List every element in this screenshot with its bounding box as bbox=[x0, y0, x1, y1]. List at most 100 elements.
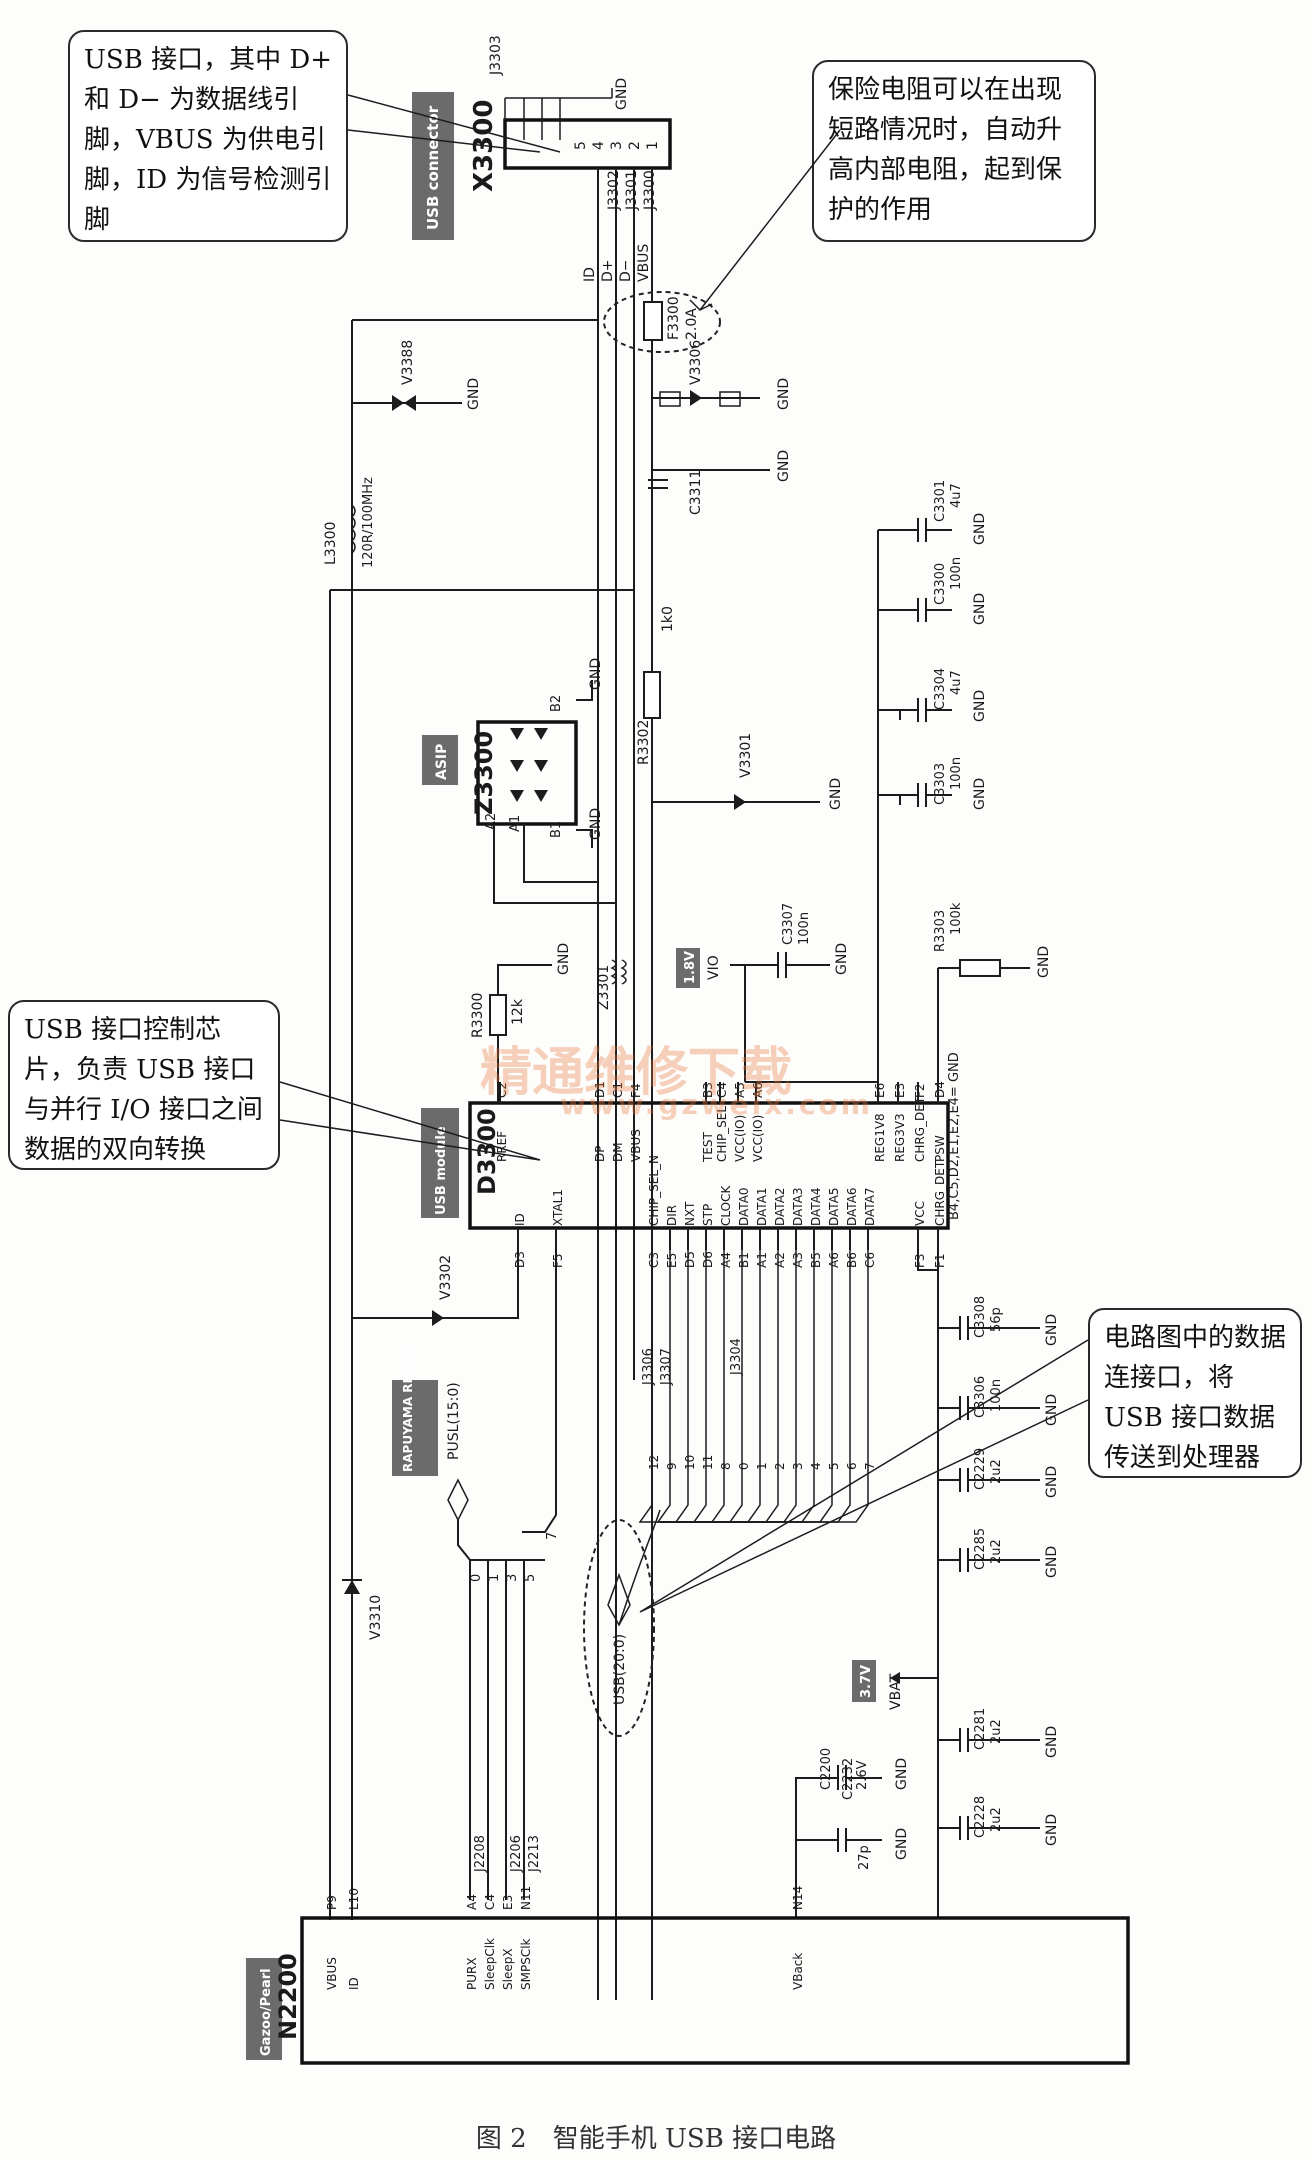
svg-text:GND: GND bbox=[588, 808, 604, 840]
cap-c3311: C3311 GND bbox=[648, 450, 792, 515]
d3300-bottom-ball: D3 bbox=[513, 1251, 527, 1268]
tp-j3301: J3301 bbox=[624, 170, 640, 211]
d3300-bottom-pin: DATA6 bbox=[845, 1187, 859, 1226]
d3300-bottom-pin: VCC bbox=[913, 1201, 927, 1226]
svg-text:GND: GND bbox=[776, 450, 792, 482]
vbat-net: VBAT bbox=[888, 1673, 904, 1710]
resistor-r3303: R3303 100k GND bbox=[933, 902, 1052, 1082]
cap-lower-value: 56p bbox=[989, 1307, 1004, 1332]
n2200-ball: E3 bbox=[501, 1895, 515, 1910]
asip-ref: Z3300 bbox=[470, 731, 498, 815]
z3301-ref: Z3301 bbox=[596, 965, 612, 1010]
pin-4: 4 bbox=[591, 141, 607, 150]
svg-text:1: 1 bbox=[487, 1574, 502, 1582]
d3300-top-ball: B3 bbox=[701, 1082, 715, 1098]
callout-fuse: 保险电阻可以在出现短路情况时，自动升高内部电阻，起到保护的作用 bbox=[812, 60, 1096, 242]
tvs-v3306: V3306 GND bbox=[652, 340, 792, 410]
svg-text:J2208: J2208 bbox=[473, 1835, 488, 1873]
d3300-bottom-ball: B6 bbox=[845, 1252, 859, 1268]
svg-text:C3301: C3301 bbox=[933, 480, 948, 522]
d3300-bottom-pin: DATA0 bbox=[737, 1187, 751, 1226]
d3300-top-ball: A6 bbox=[751, 1082, 765, 1098]
n2200-pins: P9VBUSL10IDA4PURXC4SleepClkE3SleepXN11SM… bbox=[325, 1886, 805, 1990]
d3300-top-ball: C1 bbox=[611, 1082, 625, 1098]
gnd-label: GND bbox=[1044, 1726, 1060, 1758]
cap-lower-ref: C2285 bbox=[973, 1528, 988, 1570]
sig-id: ID bbox=[582, 267, 598, 282]
bus-number: 2 bbox=[773, 1462, 787, 1470]
cap-lower-value: 2u2 bbox=[989, 1719, 1004, 1744]
connector-jumper: J3303 bbox=[488, 35, 504, 76]
r3302-ref: R3302 bbox=[636, 720, 652, 765]
svg-text:GND: GND bbox=[776, 378, 792, 410]
inductor-l3300: L3300 120R/100MHz bbox=[323, 477, 376, 568]
svg-text:2.6V: 2.6V bbox=[855, 1760, 870, 1790]
cap-lower-ref: C2228 bbox=[973, 1796, 988, 1838]
n2200-ball: A4 bbox=[465, 1894, 479, 1910]
d3300-bottom-ball: A1 bbox=[755, 1252, 769, 1268]
n2200-tag: Gazoo/Pearl bbox=[259, 1968, 274, 2056]
d3300-bottom-ball: A6 bbox=[827, 1252, 841, 1268]
cap-lower-ref: C3308 bbox=[973, 1296, 988, 1338]
svg-text:GND: GND bbox=[972, 593, 988, 625]
diode-v3301: V3301 GND bbox=[652, 733, 844, 810]
v3310-ref: V3310 bbox=[368, 1595, 384, 1640]
d3300-top-pin: REG3V3 bbox=[893, 1113, 907, 1162]
svg-text:GND: GND bbox=[556, 943, 572, 975]
asip-tag: ASIP bbox=[434, 744, 450, 780]
n2200-pin: ID bbox=[347, 1977, 361, 1990]
n2200-ball: C4 bbox=[483, 1894, 497, 1910]
d3300-top-ball: D4 bbox=[933, 1081, 947, 1098]
d3300-bottom-ball: C6 bbox=[863, 1252, 877, 1268]
d3300-top-pin: VBUS bbox=[629, 1129, 643, 1162]
d3300-bottom-pin: DATA5 bbox=[827, 1187, 841, 1226]
rf-bus: PUSL(15:0) bbox=[446, 1382, 462, 1460]
svg-text:C2232: C2232 bbox=[841, 1758, 856, 1800]
d3300-bottom-pin: DIR bbox=[665, 1205, 679, 1226]
vio-tag: 1.8V bbox=[683, 951, 698, 984]
pin-5: 5 bbox=[573, 141, 589, 150]
d3300-bottom-pin: CHIP_SEL_N bbox=[647, 1155, 661, 1226]
d3300-bottom-pin: XTAL1 bbox=[551, 1189, 565, 1226]
callout-data-bus: 电路图中的数据连接口，将 USB 接口数据传送到处理器 bbox=[1088, 1308, 1302, 1478]
gnd-label: GND bbox=[1044, 1814, 1060, 1846]
rf-tag: RAPUYAMA RF part bbox=[401, 1342, 415, 1472]
n2200-pin: SMPSClk bbox=[519, 1938, 533, 1990]
d3300-bottom-ball: A2 bbox=[773, 1252, 787, 1268]
svg-text:0: 0 bbox=[469, 1574, 484, 1582]
vbat-supply: 3.7V VBAT bbox=[852, 1660, 938, 1710]
d3300-top-ball: C4 bbox=[715, 1082, 729, 1098]
c3311-ref: C3311 bbox=[688, 470, 704, 515]
svg-text:4u7: 4u7 bbox=[949, 483, 964, 508]
svg-text:100n: 100n bbox=[949, 557, 964, 590]
sig-dminus: D− bbox=[618, 259, 634, 282]
filter-z3301: Z3301 bbox=[596, 959, 627, 1010]
bus-number: 11 bbox=[701, 1455, 715, 1470]
svg-text:C3304: C3304 bbox=[933, 668, 948, 710]
d3300-bottom-pin: CLOCK bbox=[719, 1185, 733, 1226]
d3300-bottom-ball: B1 bbox=[737, 1252, 751, 1268]
n2200-pin: PURX bbox=[465, 1957, 479, 1990]
d3300-bottom-ball: D6 bbox=[701, 1251, 715, 1268]
bus-number: 12 bbox=[647, 1455, 661, 1470]
svg-text:J2213: J2213 bbox=[527, 1835, 542, 1873]
r3302-value: 1k0 bbox=[660, 606, 676, 632]
svg-text:7: 7 bbox=[545, 1532, 560, 1540]
d3300-top-pin: DP bbox=[593, 1146, 607, 1162]
fuse-f3300: F3300 2.0A bbox=[603, 291, 721, 353]
d3300-bottom-pin: DATA7 bbox=[863, 1187, 877, 1226]
n2200-ball: N14 bbox=[791, 1886, 805, 1910]
gnd-label: GND bbox=[614, 78, 630, 110]
d3300-top-pin: VCC(IO) bbox=[751, 1115, 765, 1162]
svg-text:C3300: C3300 bbox=[933, 563, 948, 605]
svg-text:GND: GND bbox=[1036, 946, 1052, 978]
r3303-value: 100k bbox=[949, 902, 964, 935]
gnd-label: GND bbox=[1044, 1546, 1060, 1578]
d3300-bottom-pin: STP bbox=[701, 1204, 715, 1226]
tvs-v3388: V3388 GND bbox=[352, 340, 482, 411]
bus-number: 10 bbox=[683, 1455, 697, 1470]
n2200-ball: L10 bbox=[347, 1888, 361, 1910]
